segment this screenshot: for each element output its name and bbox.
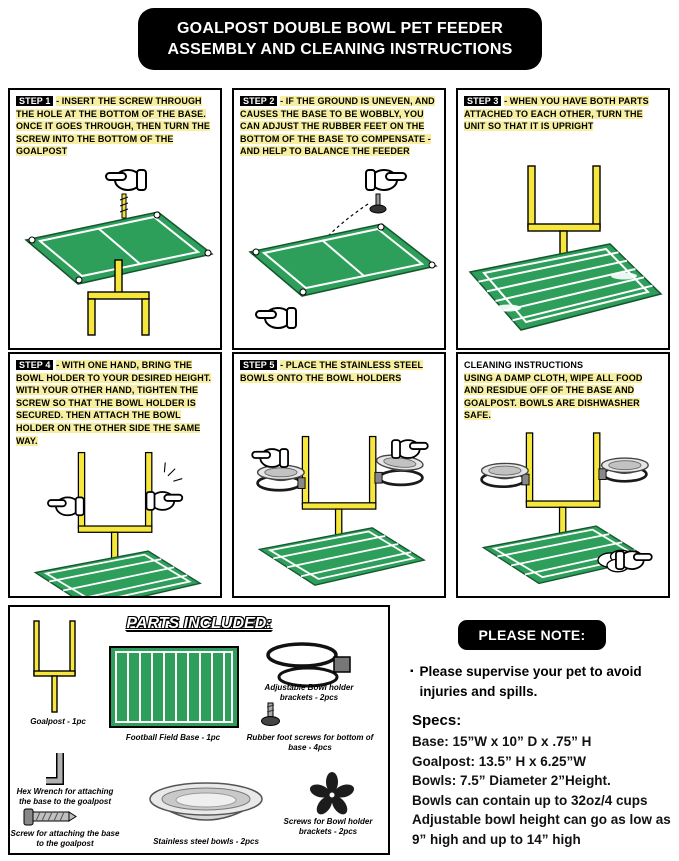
- step-1-badge: STEP 1: [16, 96, 54, 106]
- spec-bowls: Bowls: 7.5” Diameter 2”Height.: [412, 773, 611, 789]
- hand-icon: [391, 439, 429, 459]
- steel-bowl-icon: [600, 457, 649, 474]
- hand-icon: [145, 491, 184, 511]
- title-banner: GOALPOST DOUBLE BOWL PET FEEDER ASSEMBLY…: [138, 8, 542, 70]
- field-base-part-icon: [109, 646, 239, 728]
- hand-icon: [47, 496, 85, 517]
- step-5-illustration: [251, 435, 429, 586]
- step-2-illustration: [248, 169, 438, 329]
- sparkle-lines: [163, 462, 183, 482]
- part-label-goalpost: Goalpost - 1pc: [30, 717, 86, 726]
- step-3-panel: STEP 3 - WHEN YOU HAVE BOTH PARTS ATTACH…: [456, 88, 670, 350]
- specs-title: Specs:: [412, 712, 462, 729]
- steel-bowl-icon: [480, 462, 529, 480]
- step-3-badge: STEP 3: [464, 96, 502, 106]
- rubber-foot-screw-icon: [261, 702, 280, 726]
- spec-capacity: Bowls can contain up to 32oz/4 cups: [412, 792, 648, 808]
- part-label-brackets: Adjustable Bowl holder brackets - 2pcs: [264, 683, 354, 703]
- step-2-panel: STEP 2 - IF THE GROUND IS UNEVEN, AND CA…: [232, 88, 446, 350]
- bowl-holder-brackets-icon: [266, 642, 351, 688]
- step-3-text: STEP 3 - WHEN YOU HAVE BOTH PARTS ATTACH…: [464, 96, 649, 132]
- step-1-illustration: [24, 169, 214, 336]
- hand-icon: [105, 169, 147, 191]
- part-label-base-screw: Screw for attaching the base to the goal…: [10, 829, 120, 849]
- parts-box: PARTS INCLUDED: Goalpost - 1pc Football …: [8, 605, 390, 855]
- goalpost-part-icon: [33, 620, 76, 713]
- field-base: [248, 223, 438, 297]
- step-5-badge: STEP 5: [240, 360, 278, 370]
- bowl-holder-ring: [374, 469, 424, 487]
- step-4-illustration: [33, 452, 202, 596]
- supervision-note: ▪ Please supervise your pet to avoid inj…: [410, 662, 662, 701]
- field-base: [24, 211, 214, 285]
- rubber-foot-screw-icon: [369, 193, 387, 214]
- field-base: [468, 243, 663, 331]
- step-2-text: STEP 2 - IF THE GROUND IS UNEVEN, AND CA…: [240, 96, 435, 157]
- spec-base: Base: 15”W x 10” D x .75” H: [412, 734, 592, 749]
- step-1-text: STEP 1 - INSERT THE SCREW THROUGH THE HO…: [16, 96, 211, 157]
- spec-height: Adjustable bowl height can go as low as …: [412, 812, 671, 847]
- hand-icon: [255, 307, 297, 329]
- bracket-knob-screw-icon: [309, 772, 355, 815]
- cleaning-label: CLEANING INSTRUCTIONS: [464, 360, 584, 370]
- field-base: [33, 550, 202, 596]
- hex-wrench-icon: [46, 753, 64, 785]
- step-3-illustration: [468, 165, 663, 331]
- spec-goalpost: Goalpost: 13.5” H x 6.25”W: [412, 753, 587, 769]
- step-1-panel: STEP 1 - INSERT THE SCREW THROUGH THE HO…: [8, 88, 222, 350]
- screw-icon: [119, 193, 129, 219]
- specs-section: Specs: Base: 15”W x 10” D x .75” H Goalp…: [412, 712, 674, 849]
- base-screw-icon: [23, 808, 77, 826]
- hand-icon: [251, 448, 289, 468]
- part-label-hex-wrench: Hex Wrench for attaching the base to the…: [16, 787, 114, 807]
- part-label-field: Football Field Base - 1pc: [125, 733, 221, 742]
- goalpost: [301, 435, 377, 551]
- bullet-square-icon: ▪: [410, 666, 414, 677]
- step-5-text: STEP 5 - PLACE THE STAINLESS STEEL BOWLS…: [240, 360, 424, 383]
- step-2-badge: STEP 2: [240, 96, 278, 106]
- step-4-panel: STEP 4 - WITH ONE HAND, BRING THE BOWL H…: [8, 352, 222, 598]
- goalpost: [77, 452, 153, 575]
- step-4-text: STEP 4 - WITH ONE HAND, BRING THE BOWL H…: [16, 360, 212, 446]
- steel-bowl-part-icon: [149, 782, 263, 821]
- title-line1: GOALPOST DOUBLE BOWL PET FEEDER: [177, 19, 503, 37]
- field-base: [257, 527, 426, 586]
- please-note-banner: PLEASE NOTE:: [458, 620, 606, 650]
- part-label-bowls: Stainless steel bowls - 2pcs: [153, 837, 259, 846]
- parts-title: PARTS INCLUDED:: [126, 615, 272, 632]
- step-4-badge: STEP 4: [16, 360, 54, 370]
- goalpost-inverted: [87, 259, 150, 336]
- parts-illustrations: [23, 620, 355, 826]
- part-label-knob-screws: Screws for Bowl holder brackets - 2pcs: [283, 817, 373, 837]
- part-label-rubber-screws: Rubber foot screws for bottom of base - …: [246, 733, 374, 753]
- step-5-panel: STEP 5 - PLACE THE STAINLESS STEEL BOWLS…: [232, 352, 446, 598]
- cleaning-illustration: [480, 432, 653, 585]
- title-line2: ASSEMBLY AND CLEANING INSTRUCTIONS: [167, 40, 513, 58]
- cleaning-panel: CLEANING INSTRUCTIONS USING A DAMP CLOTH…: [456, 352, 670, 598]
- hand-icon: [365, 169, 407, 191]
- hand-icon: [615, 550, 653, 570]
- cleaning-text: CLEANING INSTRUCTIONS USING A DAMP CLOTH…: [464, 360, 643, 421]
